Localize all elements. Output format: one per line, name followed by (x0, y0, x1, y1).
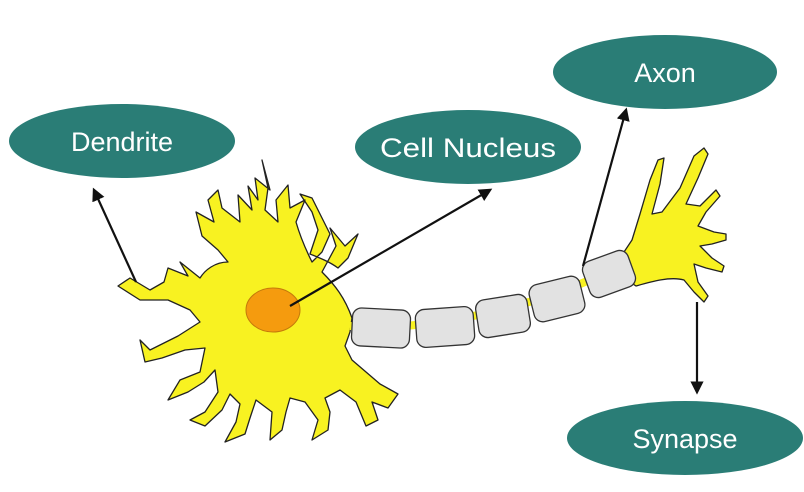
axon-arrow (581, 107, 630, 267)
dendrite-arrow (92, 187, 138, 283)
myelin-segment (581, 249, 637, 299)
synapse-label: Synapse (567, 401, 803, 475)
myelin-segment (350, 307, 412, 349)
myelin-segment (528, 275, 586, 323)
synapse-label-text: Synapse (632, 424, 737, 454)
label-bubble (567, 401, 803, 475)
dendrite-label-text: Dendrite (71, 127, 173, 157)
nucleus-arrow (289, 188, 493, 307)
cell-nucleus (245, 287, 301, 333)
cell-nucleus-label: Cell Nucleus (355, 110, 581, 184)
label-bubble (355, 110, 581, 184)
label-bubble (553, 35, 777, 109)
label-bubble (9, 104, 235, 178)
dendrite-label: Dendrite (9, 104, 235, 178)
pointer-arrows (92, 107, 704, 395)
myelin-segment (474, 293, 532, 339)
myelin-segment (414, 305, 476, 349)
myelin-sheath (350, 249, 637, 349)
axon-label-text: Axon (634, 58, 696, 88)
axon-terminal (611, 147, 727, 303)
axon (349, 147, 727, 349)
cell-nucleus-label-text: Cell Nucleus (380, 133, 556, 163)
axon-label: Axon (553, 35, 777, 109)
